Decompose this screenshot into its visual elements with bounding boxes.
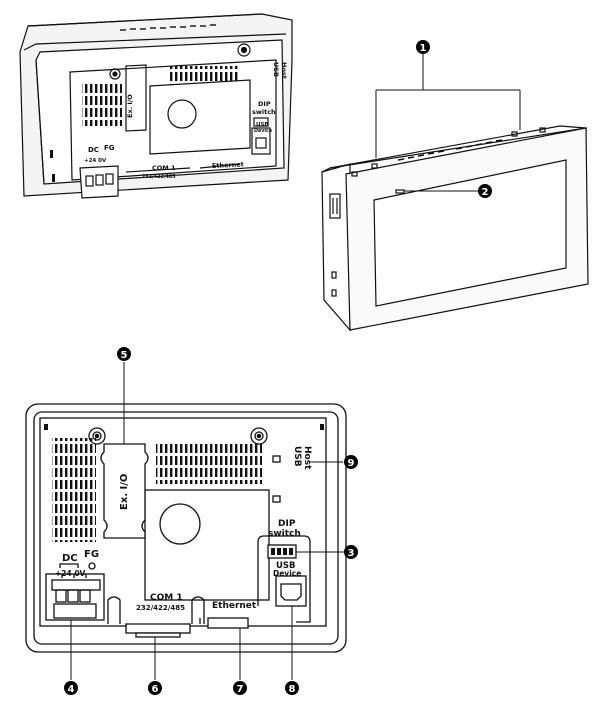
label-circle — [159, 503, 201, 545]
dip-label: DIP — [278, 519, 296, 529]
callout-1: 1 — [416, 40, 430, 54]
svg-text:1: 1 — [420, 43, 427, 54]
callout-9: 9 — [344, 455, 358, 469]
callout-leaders — [70, 54, 521, 680]
iso-device-label: Device — [254, 128, 273, 134]
iso-dip-label: DIP — [258, 100, 271, 108]
ethernet-label: Ethernet — [212, 601, 257, 611]
label-plate — [144, 489, 270, 601]
host-label: Host — [302, 446, 312, 470]
rear-isometric-labels: DC FG +24 0V COM 1 232/422/485 Ethernet … — [84, 62, 288, 180]
volts-label: +24 0V — [55, 569, 86, 578]
iso-usb-label: USB — [256, 122, 269, 128]
com1-latch-right — [191, 596, 205, 624]
svg-text:5: 5 — [121, 350, 128, 361]
front-isometric-view — [321, 125, 589, 332]
callout-4: 4 — [64, 681, 78, 695]
svg-text:6: 6 — [152, 684, 159, 695]
com1-sub-label: 232/422/485 — [136, 604, 185, 612]
expansion-io-slot — [100, 443, 149, 539]
svg-text:4: 4 — [68, 684, 75, 695]
rear-elevation-labels: DC FG +24 0V Ex. I/O COM 1 232/422/485 E… — [55, 446, 312, 612]
callout-7: 7 — [233, 681, 247, 695]
usb-device-bay — [257, 535, 311, 623]
svg-text:7: 7 — [237, 684, 244, 695]
svg-text:3: 3 — [348, 548, 355, 559]
inner-bezel — [33, 411, 339, 645]
iso-ethernet-label: Ethernet — [212, 160, 244, 170]
callout-8: 8 — [285, 681, 299, 695]
device-label: Device — [273, 569, 301, 578]
iso-com1-sub-label: 232/422/485 — [142, 174, 176, 180]
dc-label: DC — [62, 553, 78, 564]
iso-usb-host-label: USB — [272, 62, 280, 77]
screw-left — [88, 427, 106, 445]
fg-label: FG — [84, 549, 99, 560]
callout-3: 3 — [344, 545, 358, 559]
com1-label: COM 1 — [150, 593, 183, 603]
vent-grille-top — [156, 442, 262, 484]
com1-connector — [125, 623, 191, 634]
power-terminal-block — [45, 573, 105, 621]
rear-elevation-view — [25, 403, 347, 653]
iso-dc-label: DC — [88, 146, 99, 154]
iso-fg-label: FG — [104, 144, 115, 152]
com1-latch-left — [107, 596, 121, 624]
callout-6: 6 — [148, 681, 162, 695]
iso-volts-label: +24 0V — [84, 158, 107, 164]
svg-text:2: 2 — [482, 187, 489, 198]
svg-text:8: 8 — [289, 684, 296, 695]
rear-isometric-view — [19, 13, 293, 199]
iso-exio-label: Ex. I/O — [126, 94, 134, 118]
iso-switch-label: switch — [252, 108, 276, 116]
exio-label: Ex. I/O — [119, 474, 130, 510]
vent-grille-left — [52, 438, 96, 542]
iso-host-label: Host — [280, 62, 288, 79]
callout-5: 5 — [117, 347, 131, 361]
callout-badges: 1 2 3 4 5 6 7 8 9 — [64, 40, 492, 695]
switch-label: switch — [268, 529, 301, 539]
iso-com1-label: COM 1 — [152, 164, 176, 172]
ethernet-port — [207, 617, 249, 629]
usb-device-usb-label: USB — [276, 561, 296, 571]
usb-host-usb-label: USB — [292, 446, 302, 467]
svg-text:9: 9 — [348, 458, 355, 469]
callout-2: 2 — [478, 184, 492, 198]
